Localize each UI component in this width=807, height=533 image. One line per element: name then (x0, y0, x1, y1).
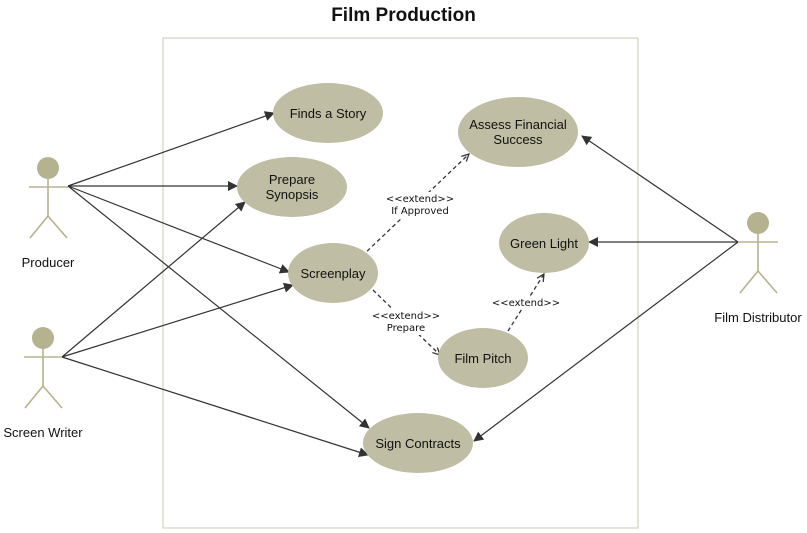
assoc-distributor-sign-contracts (473, 241, 739, 442)
actor-film-distributor[interactable] (738, 212, 778, 294)
actor-head-icon (37, 157, 59, 179)
usecase-label-line1: Prepare (269, 172, 315, 187)
extend-label-green: <<extend>> (492, 296, 560, 309)
usecase-label-line1: Assess Financial (469, 117, 567, 132)
assoc-producer-finds-story (67, 111, 275, 187)
actor-label-film-distributor: Film Distributor (714, 310, 802, 325)
usecase-film-pitch[interactable]: Film Pitch (438, 328, 528, 388)
actor-producer[interactable] (29, 157, 68, 239)
usecase-prepare-synopsis[interactable]: Prepare Synopsis (237, 157, 347, 217)
usecase-green-light[interactable]: Green Light (499, 213, 589, 273)
usecase-label: Film Pitch (454, 351, 511, 366)
actor-label-screen-writer: Screen Writer (3, 425, 83, 440)
extend-stereotype: <<extend>> (492, 298, 560, 309)
usecase-screenplay[interactable]: Screenplay (288, 243, 378, 303)
usecase-label: Screenplay (300, 266, 366, 281)
actor-head-icon (747, 212, 769, 234)
extend-label-assess: <<extend>> If Approved (386, 192, 454, 218)
usecase-finds-story[interactable]: Finds a Story (273, 83, 383, 143)
actor-label-producer: Producer (22, 255, 75, 270)
diagram-title: Film Production (331, 5, 476, 26)
assoc-writer-sign-contracts (61, 356, 369, 458)
system-boundary (162, 37, 639, 529)
extend-screenplay-pitch (372, 289, 440, 355)
extend-stereotype: <<extend>> (372, 311, 440, 322)
usecase-label-line2: Success (493, 132, 543, 147)
assoc-writer-screenplay (61, 282, 294, 358)
assoc-writer-prepare-synopsis (61, 201, 246, 358)
extend-condition: If Approved (391, 206, 449, 217)
usecase-label: Sign Contracts (375, 436, 461, 451)
extend-pitch-green-light (507, 274, 544, 332)
usecase-sign-contracts[interactable]: Sign Contracts (363, 413, 473, 473)
usecase-label-line2: Synopsis (266, 187, 319, 202)
usecase-label: Finds a Story (290, 106, 367, 121)
actor-head-icon (32, 327, 54, 349)
assoc-producer-sign-contracts (67, 185, 370, 429)
actor-screen-writer[interactable] (24, 327, 63, 409)
extend-condition: Prepare (387, 323, 425, 334)
usecase-label: Green Light (510, 236, 578, 251)
extend-label-pitch: <<extend>> Prepare (372, 309, 440, 335)
usecase-assess-financial[interactable]: Assess Financial Success (458, 97, 578, 167)
assoc-distributor-assess (581, 135, 739, 243)
assoc-producer-screenplay (67, 185, 290, 274)
extend-stereotype: <<extend>> (386, 194, 454, 205)
